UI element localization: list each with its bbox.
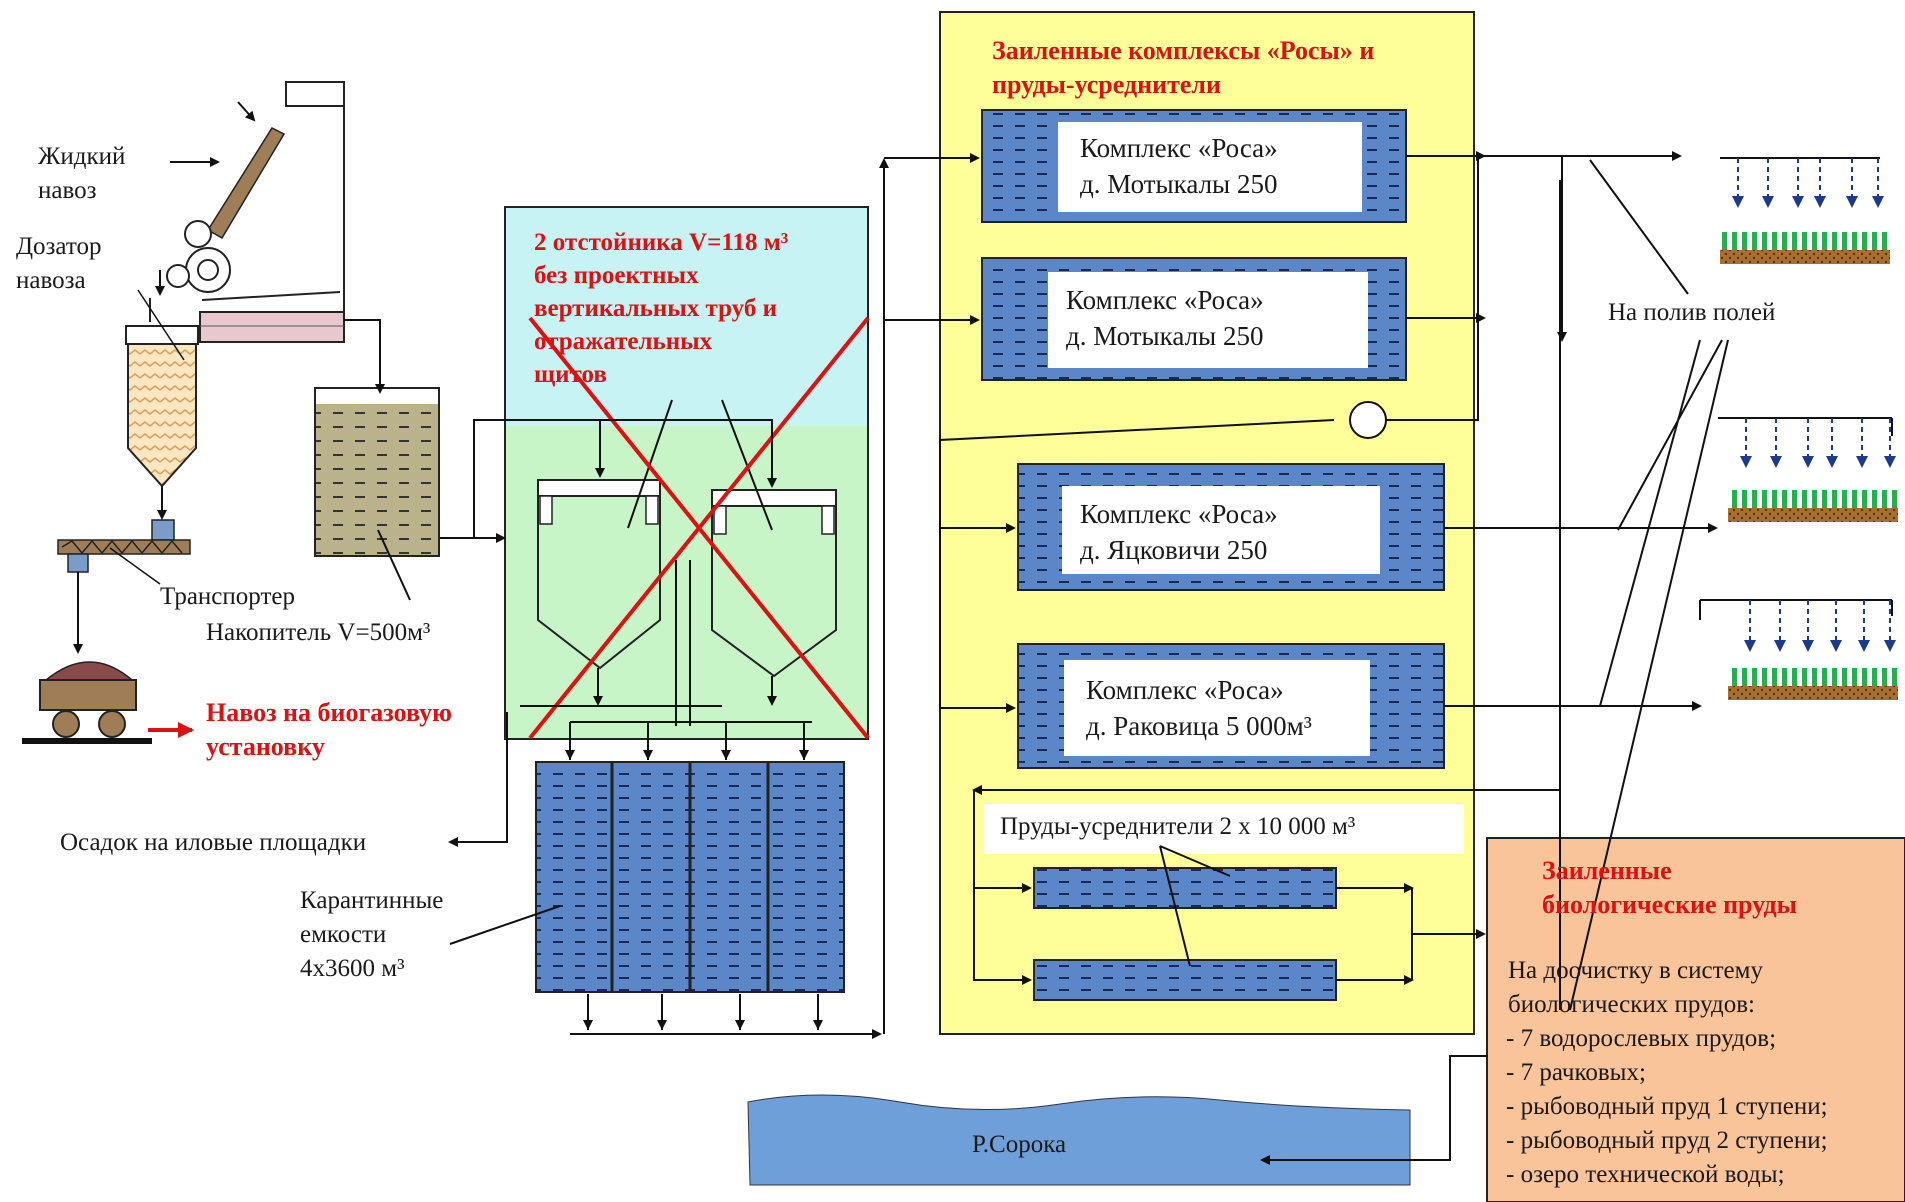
bio-ponds-intro: На доочистку в систему биологических пру…: [1508, 957, 1763, 1018]
quarantine-label: Карантинные емкости 4х3600 м³: [300, 887, 444, 982]
sludge-label: Осадок на иловые площадки: [60, 829, 367, 856]
transporter-label: Транспортер: [160, 583, 295, 610]
quarantine-tanks: [535, 761, 845, 993]
complex-box-1: [981, 109, 1407, 223]
bio-ponds-title: Заиленные биологические пруды: [1542, 856, 1797, 919]
transporter: [57, 519, 191, 573]
complex-label-3: Комплекс «Роса» д. Яцковичи 250: [1080, 499, 1278, 565]
averaging-pond-2: [1033, 959, 1337, 1001]
liquid-manure-label: Жидкий навоз: [38, 143, 126, 204]
river-shape: [747, 1094, 1411, 1186]
complex-label-4: Комплекс «Роса» д. Раковица 5 000м³: [1086, 675, 1312, 741]
complex-label-2: Комплекс «Роса» д. Мотыкалы 250: [1066, 285, 1264, 351]
settlers-label: 2 отстойника V=118 м³ без проектных верт…: [534, 229, 789, 388]
complex-box-2: [981, 257, 1407, 381]
bio-ponds-item: - озеро технической воды;: [1506, 1161, 1785, 1188]
bio-ponds-panel: [1486, 837, 1905, 1202]
averaging-ponds-label-bg: [984, 804, 1464, 854]
river-label: Р.Сорока: [972, 1131, 1067, 1158]
field-2: [1718, 417, 1898, 522]
accumulator-tank: [314, 387, 440, 557]
field-1: [1720, 157, 1890, 264]
complex-box-3: [1017, 463, 1445, 591]
bio-ponds-item: - 7 рачковых;: [1506, 1059, 1646, 1086]
settler-tanks: [537, 399, 837, 678]
complex-label-1: Комплекс «Роса» д. Мотыкалы 250: [1080, 133, 1278, 199]
field-3: [1699, 599, 1898, 700]
manure-cart: [22, 661, 152, 744]
bio-ponds-list: - 7 водорослевых прудов; - 7 рачковых; -…: [1506, 1022, 1828, 1192]
dosing-unit-label: Дозатор навоза: [16, 233, 102, 294]
to-biogas-label: Навоз на биогазовую установку: [206, 698, 452, 761]
pump-icon: [1349, 401, 1387, 439]
settlers-panel: [504, 206, 869, 740]
complex-box-4: [1017, 643, 1445, 769]
irrigation-label: На полив полей: [1608, 299, 1776, 326]
dosing-unit: [125, 81, 345, 488]
bio-ponds-item: - рыбоводный пруд 1 ступени;: [1506, 1093, 1828, 1120]
bio-ponds-item: - 7 водорослевых прудов;: [1506, 1025, 1777, 1052]
red-cross: [528, 316, 870, 740]
accumulator-label: Накопитель V=500м³: [206, 619, 431, 646]
flow-lines: [73, 101, 1729, 1165]
averaging-ponds-label: Пруды-усреднители 2 х 10 000 м³: [1000, 813, 1356, 840]
averaging-pond-1: [1033, 867, 1337, 909]
yellow-panel-title: Заиленные комплексы «Росы» и пруды-усред…: [992, 36, 1375, 99]
bio-ponds-item: - рыбоводный пруд 2 ступени;: [1506, 1127, 1828, 1154]
